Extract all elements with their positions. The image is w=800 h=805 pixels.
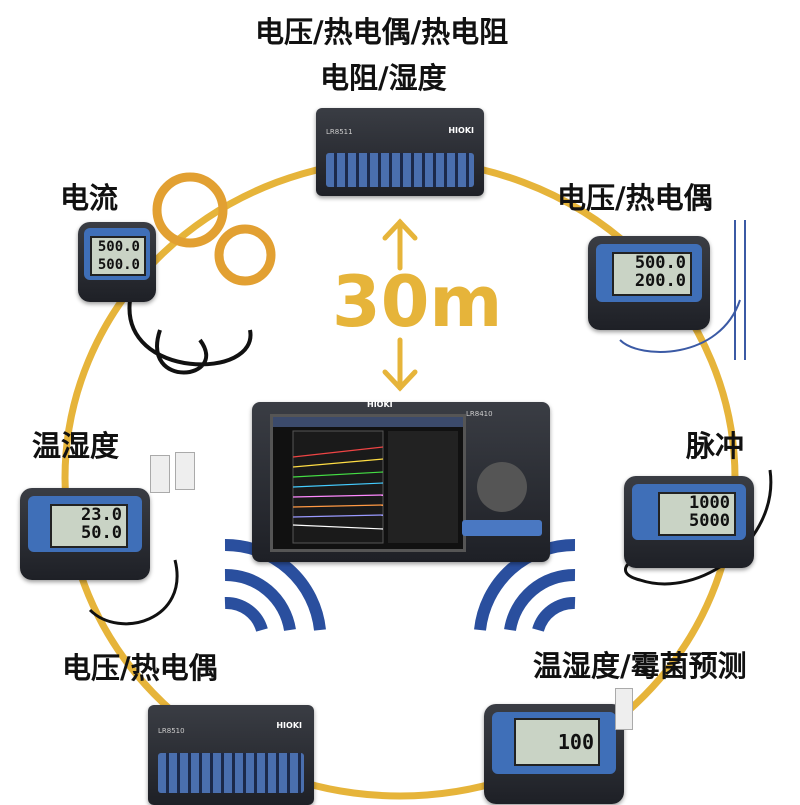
label-pulse: 脉冲 xyxy=(686,429,745,463)
model-label: LR8410 xyxy=(466,410,493,418)
label-temp-humidity: 温湿度 xyxy=(32,429,120,463)
reading-1: 23.0 xyxy=(81,505,122,525)
wireless-signal-right-icon xyxy=(474,538,576,632)
sensor-cables xyxy=(127,299,253,375)
navigation-pad[interactable] xyxy=(477,462,527,512)
label-voltage-thermocouple: 电压/热电偶 xyxy=(557,181,713,215)
reading-2: 5000 xyxy=(689,511,730,531)
model-label: LR8510 xyxy=(158,727,185,735)
sensor-probe xyxy=(615,688,633,730)
model-label: LR8511 xyxy=(326,128,353,136)
terminal-block xyxy=(158,753,304,793)
brand-logo: HIOKI xyxy=(367,400,393,409)
brand-logo: HIOKI xyxy=(448,126,474,135)
label-lr8511-line1: 电压/热电偶/热电阻 xyxy=(255,15,509,49)
up-down-arrow-icon xyxy=(382,218,418,392)
reading-1: 500.0 xyxy=(634,253,686,273)
reading-2: 50.0 xyxy=(81,523,122,543)
reading-2: 500.0 xyxy=(97,257,140,273)
reading-1: 1000 xyxy=(689,493,730,513)
wireless-signal-left-icon xyxy=(224,538,326,632)
current-logger: 500.0 500.0 xyxy=(78,222,156,302)
reading-1: 500.0 xyxy=(97,239,140,255)
wireless-unit-lr8510: LR8510 HIOKI xyxy=(148,705,314,805)
distance-label: 30m xyxy=(332,261,503,343)
reading-2: 200.0 xyxy=(634,271,686,291)
brand-logo: HIOKI xyxy=(276,721,302,730)
mold-logger: 100 xyxy=(484,704,624,804)
wireless-unit-lr8511: LR8511 HIOKI xyxy=(316,108,484,196)
label-temp-humidity-mold: 温湿度/霉菌预测 xyxy=(533,649,747,683)
label-lr8511-line2: 电阻/湿度 xyxy=(320,61,447,95)
humidity-sensor xyxy=(150,455,170,493)
current-clamp-icon xyxy=(152,172,276,286)
terminal-block xyxy=(326,153,474,187)
screen xyxy=(270,414,466,552)
reading-1: 100 xyxy=(514,718,600,766)
main-unit-lr8410: HIOKI LR8410 xyxy=(252,400,550,562)
label-current: 电流 xyxy=(60,181,119,215)
control-buttons[interactable] xyxy=(462,520,542,536)
humidity-sensor xyxy=(175,452,195,490)
label-voltage-thermocouple-2: 电压/热电偶 xyxy=(62,651,218,685)
